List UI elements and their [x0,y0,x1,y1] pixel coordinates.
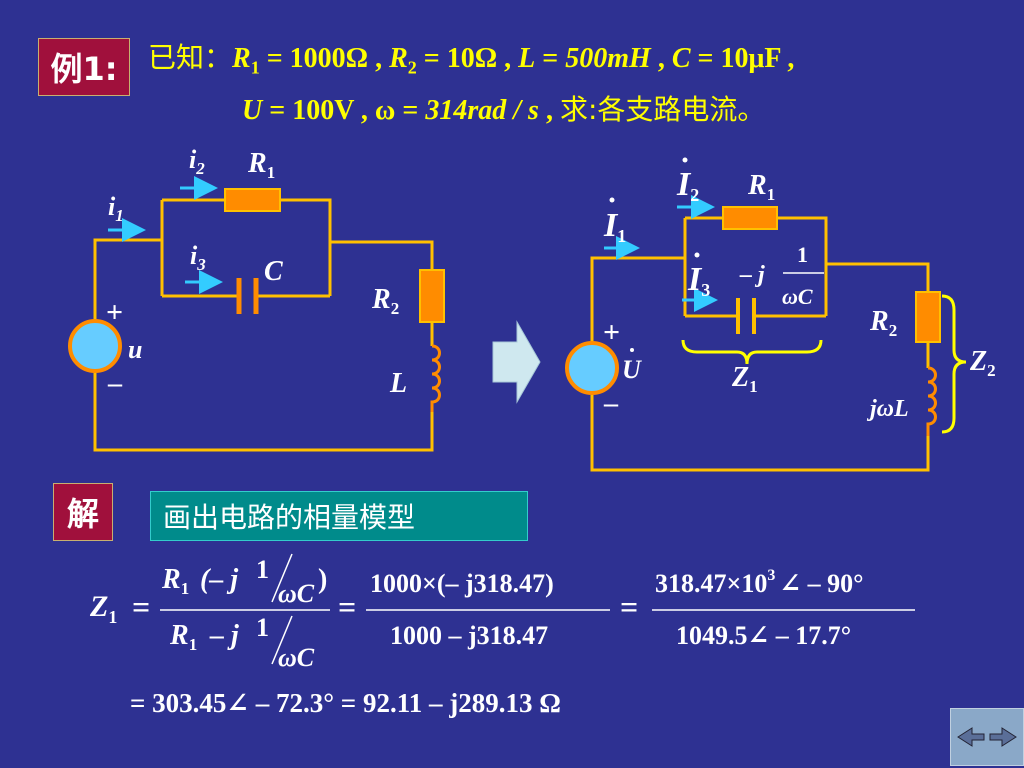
r2-value: 10Ω [446,43,498,74]
solution-label: 解 [53,483,113,541]
f1-den-wc: ωC [278,643,315,672]
right-r1-label: R1 [747,170,775,204]
f2-den: 1000 – j318.47 [390,621,548,650]
solution-banner-text: 画出电路的相量模型 [163,501,416,534]
impedance-equation: Z1 = R1 (– j 1 ωC ) R1 – j 1 ωC = 1000×(… [89,553,915,718]
left-i2-label: i2 [189,145,205,178]
right-jwl-label: jωL [866,396,909,422]
eq-sign-1: = [132,589,150,625]
left-i1-label: i1 [108,192,124,225]
z1-brace [681,339,823,365]
example-label: 例1: [38,38,130,96]
c-symbol: C [671,43,691,74]
left-i3-label: i3 [190,241,206,274]
right-i2-label: I2 [676,166,699,205]
r1-sub: 1 [250,57,260,78]
f1-num-one: 1 [256,555,269,584]
next-arrow-icon[interactable] [988,726,1018,748]
eq-lhs: Z1 [89,590,117,627]
f1-num-slash [271,553,293,603]
left-wire-top-b [280,198,332,296]
right-wire-right-top [826,262,930,292]
right-z1-label: Z1 [731,362,758,396]
right-i3-label: I3 [687,261,710,300]
right-i1-label: I1 [603,207,626,246]
r2-symbol: R [389,43,408,74]
left-wire-bottom [93,372,434,452]
r2-sub: 2 [407,57,417,78]
f1-den-b: – j [209,620,239,651]
f3-den: 1049.5∠ – 17.7° [676,621,851,650]
u-symbol: U [242,95,263,126]
slide-nav [950,708,1024,766]
omega-value: 314rad / s [425,95,539,126]
right-wire-top-b [777,216,828,316]
left-circuit [93,198,434,452]
l-value: 500mH [565,43,651,74]
left-voltage-source [68,319,122,373]
f2-num: 1000×(– j318.47) [370,569,554,598]
right-i1-dot [609,197,615,203]
left-r1-resistor [224,188,281,212]
right-minus-label: – [603,388,619,419]
r1-value: 1000Ω [289,43,369,74]
right-r2-label: R2 [869,306,897,340]
r1-symbol: R [232,43,251,74]
eq-result-line: = 303.45∠ – 72.3° = 92.11 – j289.13 Ω [130,688,561,718]
right-circuit [590,216,930,472]
f3-num: 318.47×103∠ – 90° [655,567,864,598]
f1-den-slash [271,615,293,665]
c-value: 10μF [720,43,781,74]
left-r2-resistor [419,269,445,323]
f1-num-close: ) [318,564,327,595]
right-xc-den: ωC [782,284,813,309]
omega-symbol: ω [374,95,396,126]
eq-sign-2: = [338,589,356,625]
right-inductor [926,366,937,436]
right-u-label: U [622,355,642,384]
given-line-2: U = 100V , ω = 314rad / s , 求:各支路电流。 [242,93,766,126]
right-r1-resistor [722,206,778,230]
z2-brace [941,294,967,434]
given-prefix: 已知： [148,41,233,74]
left-l-label: L [389,368,407,399]
given-line-1: 已知：R1 = 1000Ω , R2 = 10Ω , L = 500mH , C… [148,41,795,78]
left-wire-right-top [330,240,434,270]
right-r2-resistor [915,291,941,343]
left-plus-label: + [106,296,123,329]
left-c-label: C [264,256,283,287]
question-text: 求:各支路电流。 [559,93,766,126]
right-xc-prefix: – j [739,262,765,288]
circuit-diagrams: i2 R1 i1 i3 C R2 L + – u I2 R1 I1 I3 – j… [68,145,996,472]
right-wire-left-top [590,256,685,342]
right-i3-dot [694,252,700,258]
right-xc-num: 1 [797,242,808,267]
right-plus-label: + [603,316,620,349]
left-r2-label: R2 [371,284,399,318]
l-symbol: L [518,43,536,74]
left-inductor [430,344,441,412]
u-value: 100V [292,95,354,126]
prev-arrow-icon[interactable] [956,726,986,748]
f1-num-b: (– j [200,564,238,595]
right-u-dot [630,348,634,352]
f1-num-wc: ωC [278,579,315,608]
f1-den-r: R1 [169,620,197,654]
left-u-label: u [128,335,142,364]
example-label-text: 例1: [50,50,118,88]
right-z2-label: Z2 [969,346,996,380]
f1-num-r: R1 [161,564,189,598]
left-r1-label: R1 [247,148,275,182]
solution-label-text: 解 [66,495,99,533]
solution-banner: 画出电路的相量模型 [150,491,528,541]
right-voltage-source [565,341,619,395]
transform-arrow-icon [492,320,541,404]
eq-sign-3: = [620,589,638,625]
f1-den-one: 1 [256,613,269,642]
right-i2-dot [682,157,688,163]
left-minus-label: – [107,368,123,399]
right-wire-bottom [590,395,930,472]
